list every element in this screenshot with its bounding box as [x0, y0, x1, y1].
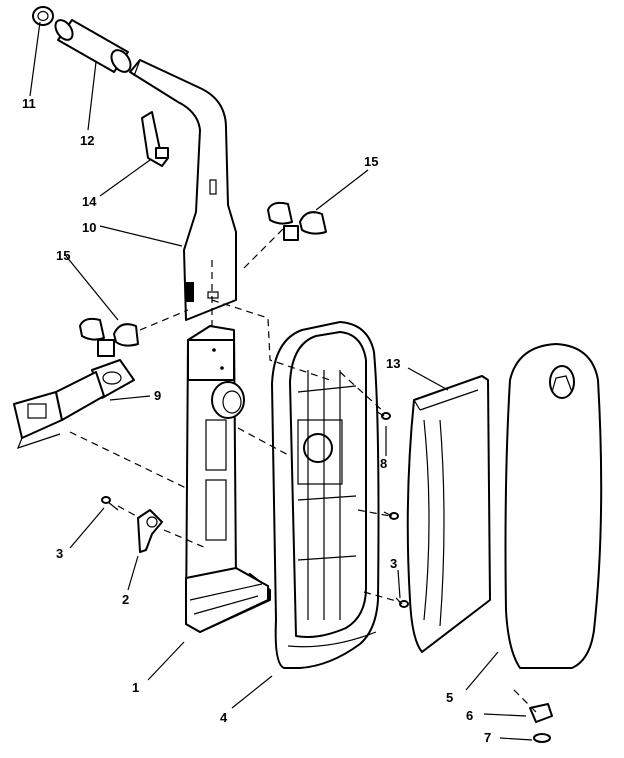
callout-3-right: 3 [390, 556, 397, 571]
part-3-screw-right-lower [395, 597, 409, 608]
callout-15-upper: 15 [364, 154, 378, 169]
callout-15-lower: 15 [56, 248, 70, 263]
part-7-pad [533, 733, 551, 743]
part-15-cord-clip-lower [79, 317, 139, 357]
alignment-lines [69, 225, 537, 713]
part-6-clip [529, 703, 553, 723]
part-5-front-cover [504, 343, 603, 669]
callout-10: 10 [82, 220, 96, 235]
callout-8: 8 [380, 456, 387, 471]
part-3-screw-right-upper [383, 511, 399, 520]
part-10-handle-tube [129, 59, 237, 321]
part-15-cord-clip-upper [267, 201, 327, 241]
part-2-latch [137, 509, 163, 553]
part-9-cord-bracket [13, 359, 135, 449]
callout-12: 12 [80, 133, 94, 148]
part-11-cap [32, 6, 54, 26]
callout-2: 2 [122, 592, 129, 607]
part-1-body-frame [185, 325, 271, 633]
part-14-hook [141, 111, 169, 167]
callout-14: 14 [82, 194, 97, 209]
callout-5: 5 [446, 690, 453, 705]
callout-labels: 11 12 14 10 15 15 9 3 2 1 4 13 8 3 5 6 7 [22, 96, 491, 745]
leader-lines [29, 21, 533, 741]
callout-13: 13 [386, 356, 400, 371]
part-3-screw-left [101, 496, 119, 511]
callout-1: 1 [132, 680, 139, 695]
callout-4: 4 [220, 710, 228, 725]
callout-3-left: 3 [56, 546, 63, 561]
part-12-handle-grip [54, 19, 132, 73]
callout-7: 7 [484, 730, 491, 745]
callout-11: 11 [22, 96, 36, 111]
part-4-back-panel [271, 321, 380, 669]
callout-9: 9 [154, 388, 161, 403]
callout-6: 6 [466, 708, 473, 723]
part-13-bag [406, 375, 491, 653]
